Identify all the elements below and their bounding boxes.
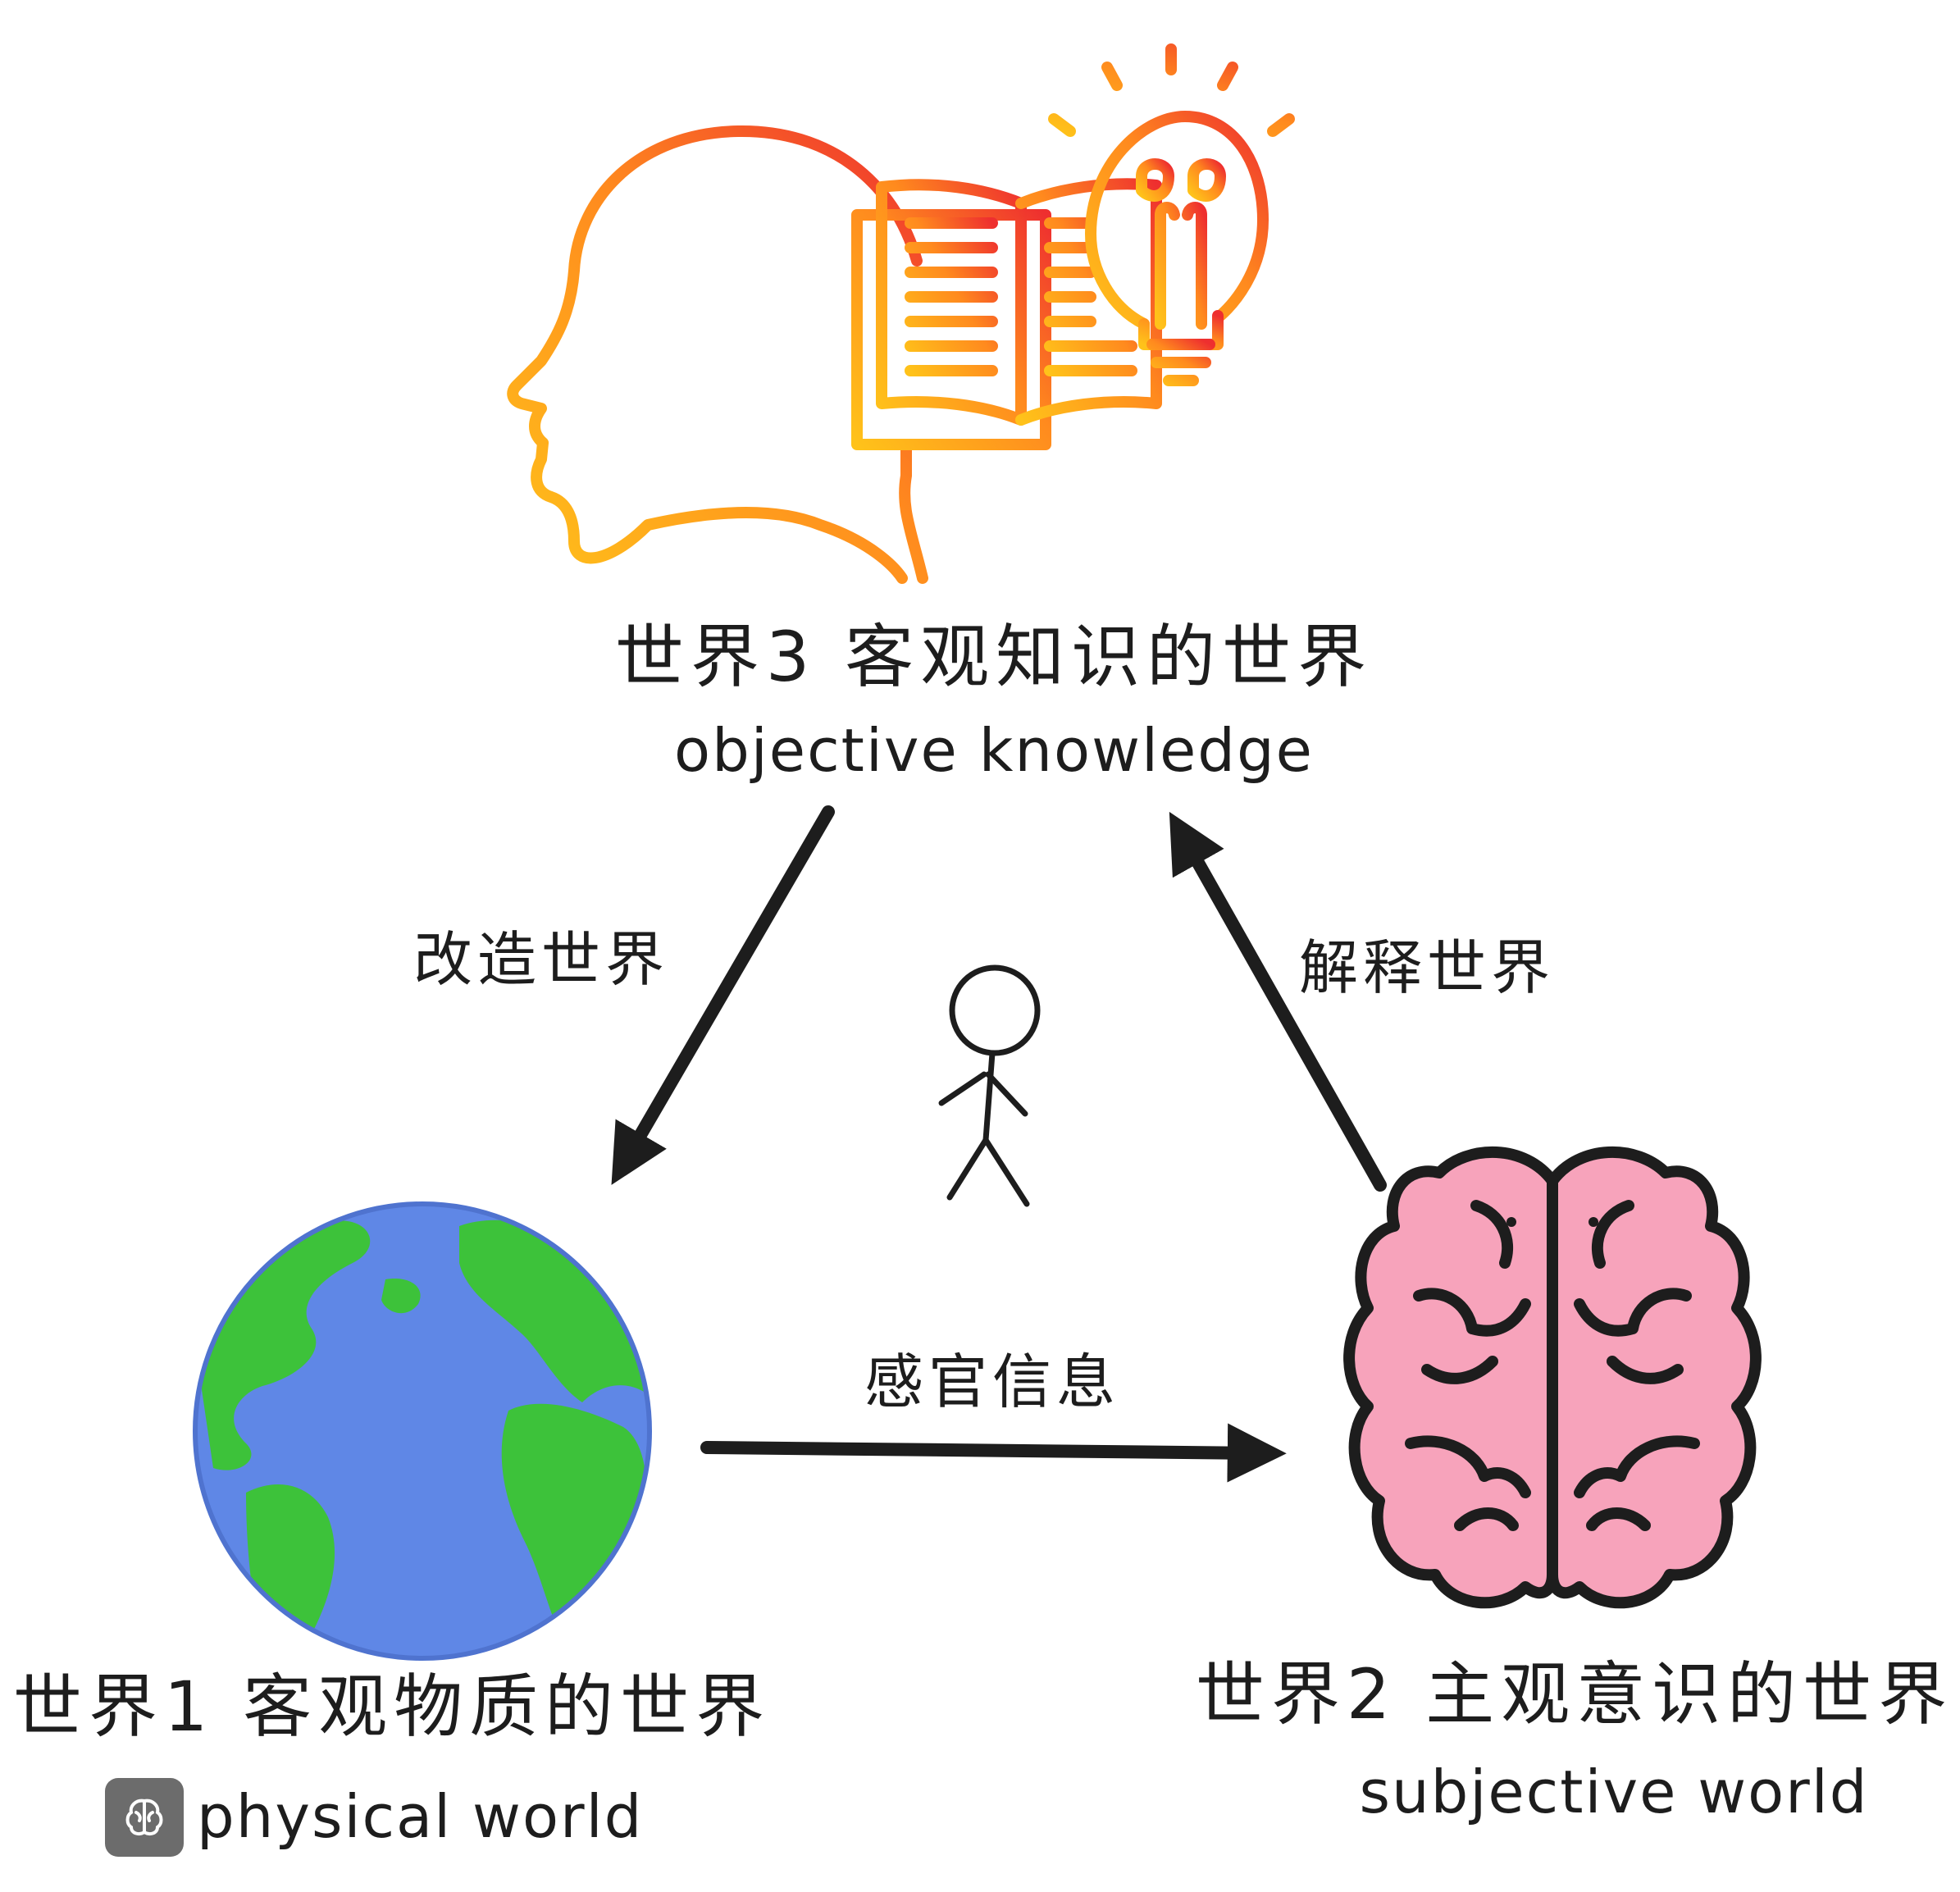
earth-globe-icon (193, 1201, 652, 1661)
world1-en-label: physical world (197, 1782, 643, 1851)
world1-zh-label: 世界1 客观物质的世界 (13, 1666, 771, 1747)
brain-icon (125, 1799, 163, 1835)
arrow-world1-to-world2 (700, 1423, 1287, 1483)
head-book-lightbulb-icon (507, 43, 1295, 584)
app-badge[interactable] (105, 1778, 184, 1857)
edge-label-transform-world: 改造世界 (413, 925, 669, 994)
edge-label-sensory-info: 感官信息 (864, 1347, 1120, 1416)
brain-icon (1343, 1147, 1762, 1609)
arrow-world3-to-world1 (611, 805, 835, 1185)
world2-en-label: subjective world (1359, 1758, 1868, 1826)
edge-label-explain-world: 解释世界 (1299, 933, 1555, 1002)
world3-zh-label: 世界3 客观知识的世界 (615, 617, 1373, 697)
world2-zh-label: 世界2 主观意识的世界 (1196, 1654, 1953, 1735)
stick-figure-icon (938, 964, 1041, 1207)
arrow-world2-to-world3 (1169, 811, 1387, 1192)
world3-en-label: objective knowledge (674, 716, 1314, 785)
